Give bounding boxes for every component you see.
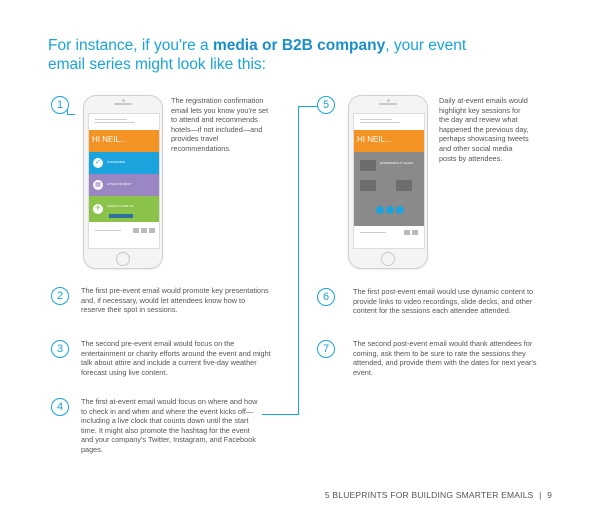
page-heading: For instance, if you're a media or B2B c… xyxy=(48,37,467,73)
step-text-2: The first pre-event email would promote … xyxy=(81,286,269,315)
connector-line xyxy=(67,114,75,115)
checkmark-icon: ✓ xyxy=(93,158,103,168)
video-thumbnail xyxy=(360,180,376,191)
connector-line xyxy=(298,106,299,414)
phone-speaker xyxy=(114,103,132,105)
step-number-4: 4 xyxy=(51,398,69,416)
instagram-icon xyxy=(396,206,404,214)
connector-line xyxy=(298,106,318,107)
phone-home-button xyxy=(116,252,130,266)
step-number-6: 6 xyxy=(317,288,335,306)
connector-line xyxy=(262,414,299,415)
phone-mockup-right: HI NEIL... EXPERIENCE IT AGAIN xyxy=(348,95,428,269)
phone-home-button xyxy=(381,252,395,266)
step-text-6: The first post-event email would use dyn… xyxy=(353,287,534,316)
phone-camera xyxy=(387,99,390,102)
video-thumbnail xyxy=(360,160,376,171)
footer-separator: | xyxy=(539,490,542,500)
greeting-text: HI NEIL... xyxy=(92,135,127,144)
greeting-text: HI NEIL... xyxy=(357,135,392,144)
step-text-4: The first at-event email would focus on … xyxy=(81,397,258,454)
airplane-icon: ✈ xyxy=(93,204,103,214)
step-number-5: 5 xyxy=(317,96,335,114)
phone-speaker xyxy=(379,103,397,105)
step-text-3: The second pre-event email would focus o… xyxy=(81,339,271,377)
step-number-7: 7 xyxy=(317,340,335,358)
facebook-icon xyxy=(386,206,394,214)
heading-highlight: media or B2B company xyxy=(212,37,386,54)
video-thumbnail xyxy=(396,180,412,191)
page-number: 9 xyxy=(547,490,552,500)
step-text-7: The second post-event email would thank … xyxy=(353,339,537,377)
phone-screen: HI NEIL... EXPERIENCE IT AGAIN xyxy=(353,113,425,249)
connector-line xyxy=(67,106,68,114)
calendar-icon: ▦ xyxy=(93,180,103,190)
step-number-3: 3 xyxy=(51,340,69,358)
phone-screen: HI NEIL... ✓ CONFIRMED ▦ ATTEND IN BEST … xyxy=(88,113,160,249)
step-number-2: 2 xyxy=(51,287,69,305)
footer-title: 5 BLUEPRINTS FOR BUILDING SMARTER EMAILS xyxy=(324,490,534,500)
twitter-icon xyxy=(376,206,384,214)
page-footer: 5 BLUEPRINTS FOR BUILDING SMARTER EMAILS… xyxy=(325,490,552,500)
step-text-5: Daily at-event emails would highlight ke… xyxy=(439,96,529,163)
phone-camera xyxy=(122,99,125,102)
step-text-1: The registration confirmation email lets… xyxy=(171,96,269,153)
step-number-1: 1 xyxy=(51,96,69,114)
phone-mockup-left: HI NEIL... ✓ CONFIRMED ▦ ATTEND IN BEST … xyxy=(83,95,163,269)
